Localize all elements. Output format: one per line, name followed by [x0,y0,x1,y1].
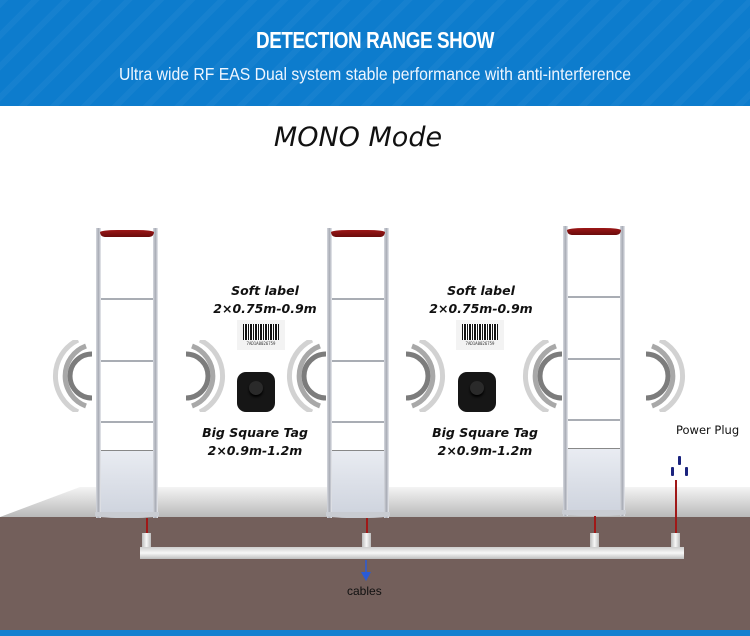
gate-wire [146,518,148,534]
cable-conduit [140,547,684,559]
barcode-icon: 7AD1A0026759 [456,320,504,350]
soft-label-info: Soft label 2×0.75m-0.9m [200,282,330,318]
hard-tag-range: 2×0.9m-1.2m [437,443,533,458]
gate-foot [562,510,626,516]
soft-label-name: Soft label [231,283,299,298]
barcode-number: 7AD1A0026759 [465,341,495,346]
gate-base [332,450,384,513]
gate-foot [95,512,159,518]
page-title: DETECTION RANGE SHOW [255,27,495,53]
signal-wave-icon [405,340,445,412]
power-plug-label: Power Plug [676,423,740,437]
gate-crossbar [101,360,153,362]
soft-label-range: 2×0.75m-0.9m [213,301,317,316]
soft-label-info: Soft label 2×0.75m-0.9m [416,282,546,318]
cables-label: cables [347,584,382,598]
hard-tag-icon [237,372,275,412]
hard-tag-name: Big Square Tag [202,425,308,440]
gate-crossbar [332,421,384,423]
arrow-down-icon [361,560,371,581]
conduit-riser [590,533,599,553]
gate-rail [384,228,389,518]
gate-rail [563,226,568,516]
signal-wave-icon [645,340,685,412]
gate-crossbar [568,419,620,421]
tag-pin [249,381,263,395]
hard-tag-info: Big Square Tag 2×0.9m-1.2m [200,424,310,460]
signal-wave-icon [523,340,563,412]
ground-section [0,517,750,630]
gate-crossbar [101,421,153,423]
gate-crossbar [568,296,620,298]
gate-rail [620,226,625,516]
barcode-number: 7AD1A0026759 [246,341,276,346]
gate-rail [96,228,101,518]
gate-crossbar [568,358,620,360]
gate-cap [100,230,154,237]
eas-gate-3 [562,226,626,518]
bottom-bar [0,630,750,636]
hard-tag-name: Big Square Tag [432,425,538,440]
signal-wave-icon [287,340,327,412]
page-subtitle: Ultra wide RF EAS Dual system stable per… [118,64,632,84]
gate-crossbar [332,360,384,362]
hard-tag-icon [458,372,496,412]
plug-wire [675,480,677,534]
power-plug-icon [671,456,688,476]
gate-rail [153,228,158,518]
gate-crossbar [101,298,153,300]
conduit-riser [362,533,371,553]
conduit-riser [142,533,151,553]
gate-wire [594,516,596,534]
gate-cap [331,230,385,237]
gate-base [568,448,620,511]
hard-tag-range: 2×0.9m-1.2m [207,443,303,458]
gate-wire [366,518,368,534]
gate-foot [326,512,390,518]
tag-pin [470,381,484,395]
gate-crossbar [332,298,384,300]
barcode-bars [462,324,498,340]
conduit-riser [671,533,680,553]
signal-wave-icon [185,340,225,412]
soft-label-range: 2×0.75m-0.9m [429,301,533,316]
hard-tag-info: Big Square Tag 2×0.9m-1.2m [430,424,540,460]
eas-gate-1 [95,228,159,520]
gate-cap [567,228,621,235]
barcode-bars [243,324,279,340]
header-banner: DETECTION RANGE SHOW Ultra wide RF EAS D… [0,0,750,106]
signal-wave-icon [53,340,93,412]
mode-title: MONO Mode [273,122,443,153]
gate-rail [327,228,332,518]
gate-base [101,450,153,513]
soft-label-name: Soft label [447,283,515,298]
barcode-icon: 7AD1A0026759 [237,320,285,350]
eas-gate-2 [326,228,390,520]
